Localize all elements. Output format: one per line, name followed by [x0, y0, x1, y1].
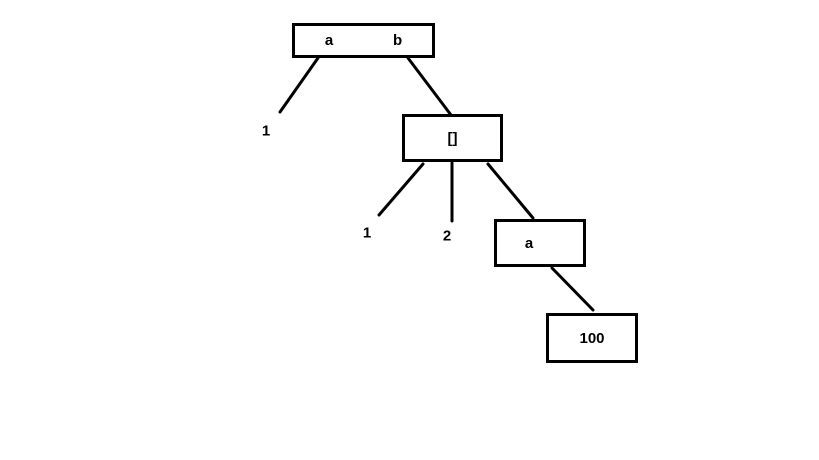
- node-empty-list-label: []: [447, 129, 458, 147]
- node-empty-list: []: [402, 114, 503, 162]
- node-100-label: 100: [579, 329, 605, 347]
- edge-a-to-100-node: [550, 266, 595, 312]
- edge-root-to-leaf-1: [278, 56, 320, 114]
- leaf-2-under-list: 2: [442, 227, 452, 245]
- node-a-label: a: [524, 234, 534, 252]
- node-root: a b: [292, 23, 435, 58]
- node-100: 100: [546, 313, 638, 363]
- edge-list-to-leaf-1: [377, 162, 425, 217]
- edge-root-to-list-node: [406, 56, 453, 117]
- leaf-1-under-list: 1: [362, 224, 372, 242]
- node-a: a: [494, 219, 586, 267]
- node-root-field-b: b: [392, 32, 403, 49]
- edge-list-to-a-node: [486, 162, 535, 220]
- leaf-1-under-root: 1: [261, 122, 271, 140]
- node-root-field-a: a: [324, 32, 334, 49]
